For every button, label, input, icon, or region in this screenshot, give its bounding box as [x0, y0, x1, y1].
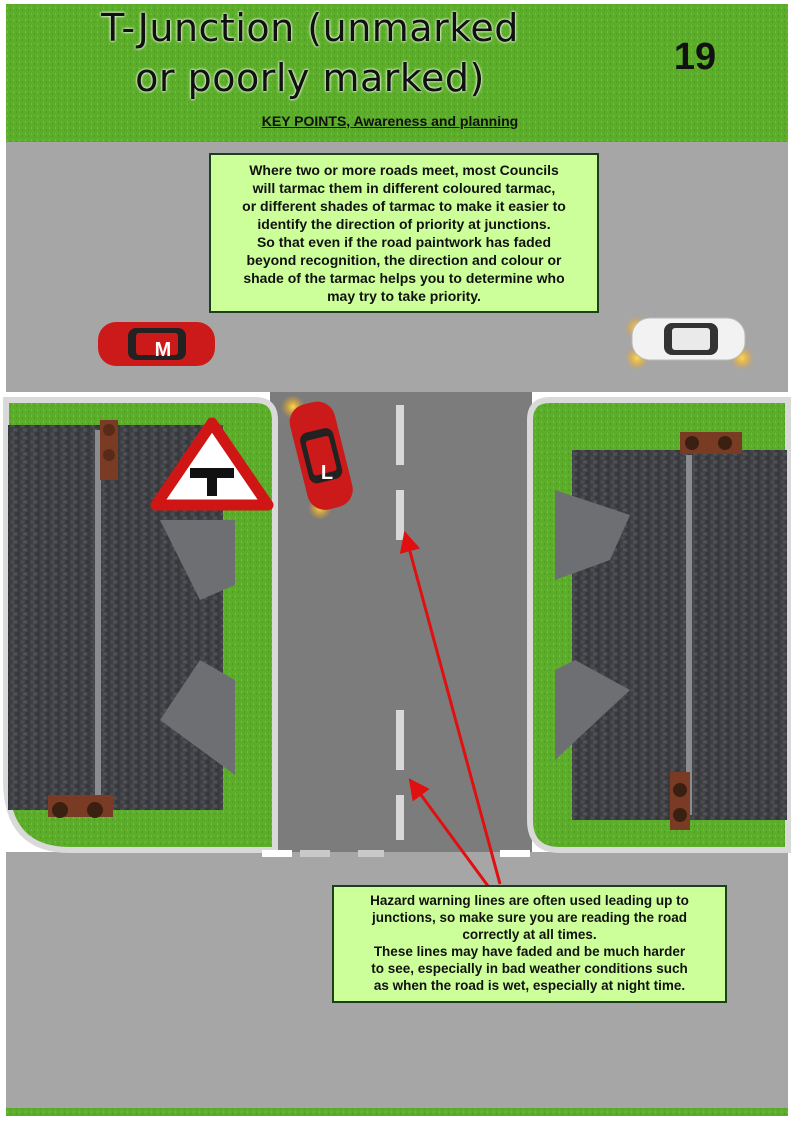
info-line: identify the direction of priority at ju… — [257, 216, 551, 232]
give-way-line — [262, 850, 530, 857]
info-line: So that even if the road paintwork has f… — [256, 234, 552, 250]
info-line: will tarmac them in different coloured t… — [252, 180, 556, 196]
left-house-roof — [8, 420, 235, 818]
warning-line: Hazard warning lines are often used lead… — [370, 893, 689, 908]
page-title-line-1: T-Junction (unmarked — [101, 6, 519, 50]
info-line: Where two or more roads meet, most Counc… — [249, 162, 559, 178]
warning-line: correctly at all times. — [462, 927, 597, 942]
subtitle: KEY POINTS, Awareness and planning — [261, 113, 519, 129]
info-line: shade of the tarmac helps you to determi… — [243, 270, 565, 286]
warning-callout: Hazard warning lines are often used lead… — [332, 885, 727, 1003]
car-white — [625, 316, 754, 370]
car-red-l — [281, 395, 353, 520]
bottom-grass — [6, 1108, 788, 1116]
page-title-line-2: or poorly marked) — [135, 56, 485, 100]
grass-banner — [6, 4, 788, 142]
car-l-badge: L — [321, 462, 333, 484]
page-number: 19 — [673, 36, 717, 78]
arrow-to-lower-lines — [408, 778, 490, 887]
warning-line: junctions, so make sure you are reading … — [371, 910, 688, 925]
warning-line: as when the road is wet, especially at n… — [373, 978, 686, 993]
car-m-badge: M — [155, 339, 172, 361]
arrow-to-upper-lines — [399, 530, 502, 885]
info-line: may try to take priority. — [327, 288, 481, 304]
warning-line: These lines may have faded and be much h… — [373, 944, 686, 959]
hazard-lines — [396, 405, 404, 840]
warning-line: to see, especially in bad weather condit… — [371, 961, 688, 976]
right-house-roof — [555, 432, 787, 830]
info-callout: Where two or more roads meet, most Counc… — [209, 153, 599, 313]
t-junction-sign-icon — [150, 417, 274, 511]
info-line: or different shades of tarmac to make it… — [242, 198, 566, 214]
info-line: beyond recognition, the direction and co… — [246, 252, 562, 268]
car-red-m — [98, 322, 215, 366]
